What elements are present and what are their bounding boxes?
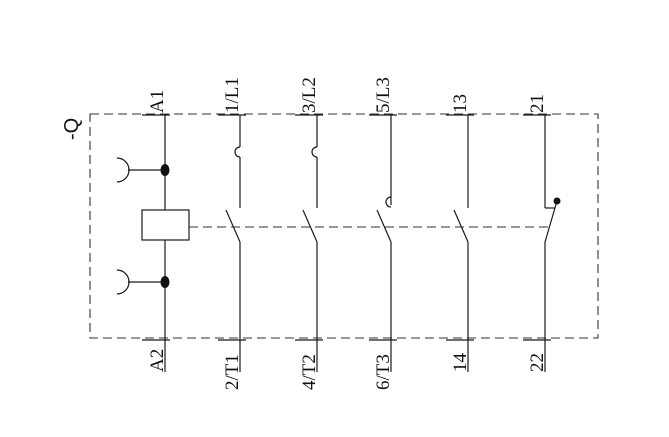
contact-blade-13-14 (453, 209, 469, 243)
terminal-top-21: 21 (527, 94, 548, 113)
pole-l2: 3/L2 4/T2 (295, 77, 323, 390)
terminal-top-13: 13 (450, 94, 471, 113)
coil-branch: A1 A2 (116, 90, 190, 372)
pole-l1: 1/L1 2/T1 (218, 77, 246, 390)
aux-contact-no: 13 14 (446, 94, 474, 372)
terminal-bottom-l3: 6/T3 (373, 354, 394, 390)
arc-chute-l1 (234, 146, 241, 158)
coil-symbol (141, 209, 190, 241)
branch-terminal-top (116, 157, 130, 183)
branch-terminal-bottom (116, 269, 130, 295)
terminal-top-l3: 5/L3 (373, 77, 394, 113)
terminal-bottom-l2: 4/T2 (299, 354, 320, 390)
coil-terminal-a2: A2 (147, 349, 168, 372)
contact-blade-l2 (302, 209, 318, 243)
terminal-top-l1: 1/L1 (222, 77, 243, 113)
terminal-bottom-14: 14 (450, 353, 471, 373)
arc-chute-l2 (311, 146, 318, 158)
pole-l3: 5/L3 6/T3 (369, 77, 397, 390)
aux-contact-nc: 21 22 (523, 94, 561, 372)
coil-terminal-a1: A1 (147, 90, 168, 113)
device-tag: -Q (61, 118, 83, 140)
terminal-top-l2: 3/L2 (299, 77, 320, 113)
contact-blade-l1 (225, 209, 241, 243)
device-enclosure (89, 113, 599, 339)
arc-chute-l3 (385, 196, 392, 208)
terminal-bottom-l1: 2/T1 (222, 354, 243, 390)
contact-blade-l3 (376, 209, 392, 243)
contact-blade-21-22 (544, 200, 558, 243)
terminal-bottom-22: 22 (527, 353, 548, 372)
